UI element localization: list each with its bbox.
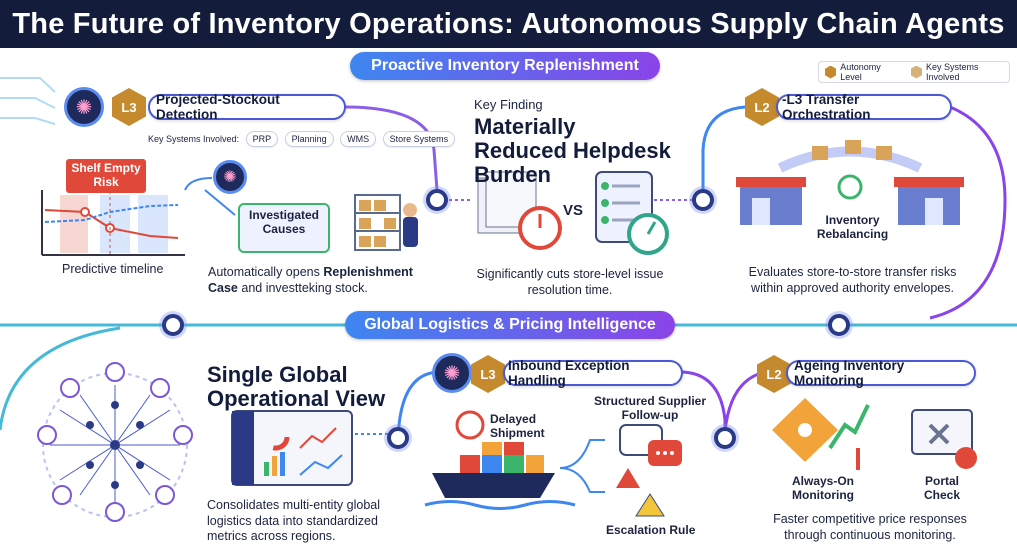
- system-chip: PRP: [245, 131, 279, 147]
- autonomy-level-badge: L3: [112, 88, 146, 126]
- inventory-rebalancing-label: Inventory Rebalancing: [816, 213, 889, 241]
- brain-icon: ✺: [432, 353, 472, 393]
- escalation-rule-label: Escalation Rule: [606, 523, 696, 537]
- flow-node: [714, 427, 736, 449]
- flow-node: [692, 189, 714, 211]
- inbound-title-pill: Inbound Exception Handling: [503, 358, 683, 388]
- transfer-title-pill: -L3 Transfer Orchestration: [776, 92, 952, 122]
- portal-check-label: Portal Check: [923, 474, 961, 502]
- stockout-description: Automatically opens Replenishment Case a…: [208, 265, 418, 296]
- flow-node: [426, 189, 448, 211]
- investigated-causes-box: Investigated Causes: [238, 203, 330, 253]
- key-finding-description: Significantly cuts store-level issue res…: [476, 267, 664, 297]
- versus-label: VS: [563, 202, 584, 219]
- legend-autonomy-label: Autonomy Level: [840, 62, 881, 82]
- ageing-title-pill: Ageing Inventory Monitoring: [786, 358, 976, 388]
- timeline-label: Predictive timeline: [62, 262, 164, 276]
- key-systems-icon: [910, 65, 922, 79]
- flow-node: [828, 314, 850, 336]
- key-systems-label: Key Systems Involved:: [148, 134, 240, 144]
- investigated-causes-label: Investigated Causes: [248, 208, 320, 236]
- stockout-title-pill: Projected-Stockout Detection: [148, 92, 346, 122]
- supplier-followup-label: Structured Supplier Follow-up: [593, 394, 706, 422]
- always-on-label: Always-On Monitoring: [791, 474, 854, 502]
- autonomy-level-badge: L3: [471, 355, 505, 393]
- flow-node: [162, 314, 184, 336]
- key-finding-kicker: Key Finding: [474, 97, 543, 112]
- autonomy-level-badge: L2: [745, 88, 779, 126]
- desc-part: Automatically opens: [208, 265, 324, 279]
- autonomy-level-badge: L2: [757, 355, 791, 393]
- section-banner-replenishment: Proactive Inventory Replenishment: [350, 52, 660, 80]
- system-chip: Planning: [284, 131, 334, 147]
- ageing-description: Faster competitive price responses throu…: [773, 512, 967, 542]
- system-chip: Store Systems: [382, 131, 456, 147]
- key-finding-headline: Materially Reduced Helpdesk Burden: [474, 114, 671, 187]
- section-banner-global-logistics: Global Logistics & Pricing Intelligence: [345, 311, 675, 339]
- page-title: The Future of Inventory Operations: Auto…: [0, 0, 1017, 48]
- autonomy-level-icon: [825, 65, 837, 79]
- key-systems-row: Key Systems Involved: PRP Planning WMS S…: [148, 131, 456, 147]
- delayed-shipment-label: Delayed Shipment: [490, 412, 545, 440]
- transfer-description: Evaluates store-to-store transfer risks …: [748, 265, 957, 295]
- legend: Autonomy Level Key Systems Involved: [818, 61, 1010, 83]
- replenishment-case: Replenishment Case: [208, 265, 413, 295]
- desc-part: and investteking stock.: [237, 280, 368, 295]
- global-view-headline: Single Global Operational View: [207, 362, 386, 411]
- brain-icon: ✺: [64, 87, 104, 127]
- brain-icon: ✺: [213, 160, 247, 194]
- system-chip: WMS: [340, 131, 377, 147]
- shelf-empty-alert: Shelf Empty Risk: [66, 159, 146, 193]
- flow-node: [387, 427, 409, 449]
- global-view-description: Consolidates multi-entity global logisti…: [207, 498, 381, 544]
- legend-key-systems-label: Key Systems Involved: [926, 62, 979, 82]
